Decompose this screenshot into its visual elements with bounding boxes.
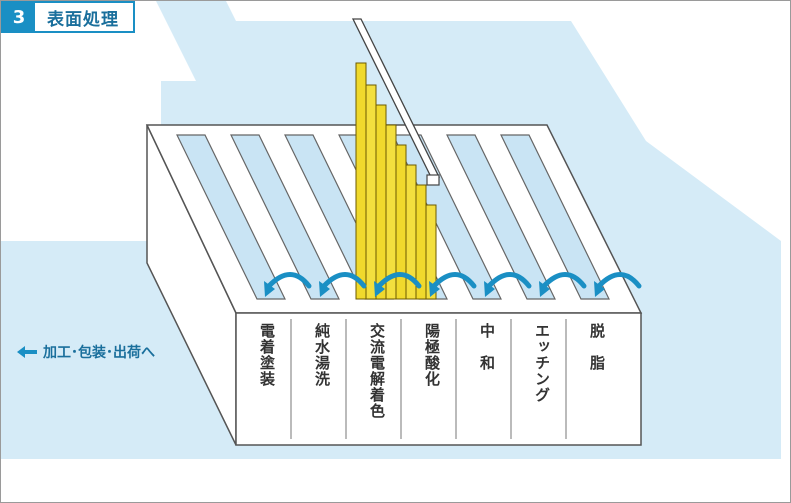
rack-end-cap	[426, 174, 440, 186]
tank-label-1: 脱 脂	[588, 323, 606, 371]
section-title: 表面処理	[47, 9, 119, 30]
tank-label-4: 陽極酸化	[423, 323, 441, 387]
flow-arrows	[266, 272, 642, 289]
tank-label-7: 電着塗装	[258, 323, 276, 387]
tank-front-face	[235, 312, 642, 446]
flow-arrow-6	[321, 272, 367, 289]
step-number: 3	[3, 3, 35, 31]
flow-arrowheads	[264, 281, 605, 297]
tank-slot-7	[500, 134, 610, 300]
tank-label-5: 交流電解着色	[368, 323, 386, 419]
flow-destination: 加工･包装･出荷へ	[17, 342, 155, 362]
flow-destination-label: 加工･包装･出荷へ	[43, 345, 155, 361]
flow-arrow-5	[376, 272, 422, 289]
tank-label-3: 中 和	[478, 323, 496, 371]
workpiece-1	[355, 62, 367, 300]
front-dividers	[290, 319, 567, 439]
tank-slot-1	[176, 134, 286, 300]
flow-arrow-4	[431, 272, 477, 289]
tank-label-6: 純水湯洗	[313, 323, 331, 387]
left-arrow-icon	[17, 346, 37, 358]
workpieces	[355, 62, 437, 300]
tank-slot-2	[230, 134, 340, 300]
section-title-badge: 3 表面処理	[1, 1, 135, 33]
tank-slot-6	[446, 134, 556, 300]
flow-arrow-7	[266, 272, 312, 289]
workpiece-3	[375, 104, 387, 300]
workpiece-2	[365, 84, 377, 300]
flow-arrow-2	[541, 272, 587, 289]
flow-arrow-1	[596, 272, 642, 289]
flow-arrow-3	[486, 272, 532, 289]
tank-label-2: エッチング	[533, 323, 551, 403]
workpiece-8	[425, 204, 437, 300]
